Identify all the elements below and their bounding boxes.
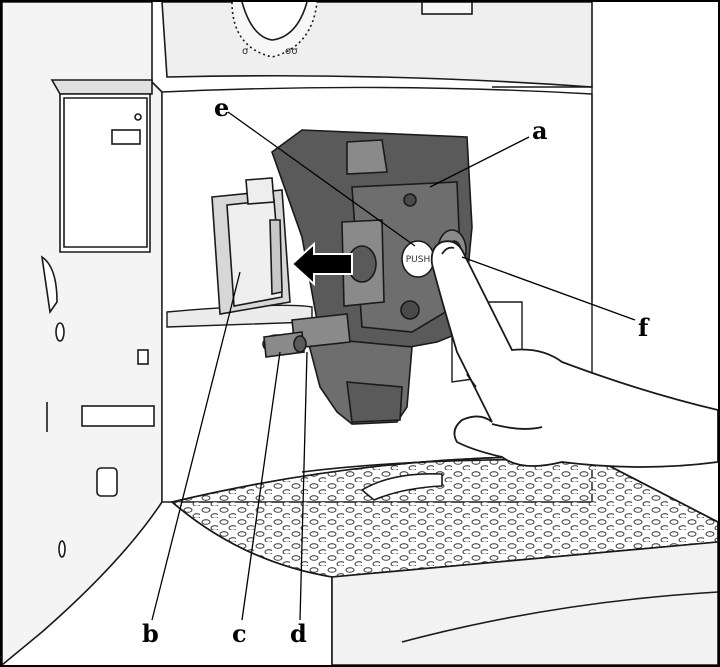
svg-text:σ: σ (242, 46, 249, 57)
callout-b: b (142, 619, 159, 648)
leader-c (241, 351, 281, 621)
brew-unit (262, 129, 473, 425)
callout-d: d (290, 619, 307, 648)
push-label: PUSH (406, 255, 431, 265)
push-button: PUSH (401, 240, 435, 278)
machine-top-panel: σ σσ (161, 2, 593, 88)
callout-a: a (532, 116, 548, 145)
callout-c: c (232, 619, 247, 648)
leader-f (461, 256, 636, 321)
leader-a (429, 136, 530, 188)
direction-arrow (290, 241, 353, 287)
machine-left-housing (2, 2, 163, 665)
lock-clip (211, 177, 291, 315)
leader-e (227, 111, 416, 247)
leader-b (151, 271, 241, 621)
hand-illustration (430, 240, 718, 468)
leader-d (299, 351, 308, 621)
drip-tray (170, 455, 718, 665)
leader-lines (151, 111, 636, 621)
svg-text:σσ: σσ (285, 46, 298, 57)
callout-e: e (214, 93, 229, 122)
callout-f: f (638, 313, 650, 342)
